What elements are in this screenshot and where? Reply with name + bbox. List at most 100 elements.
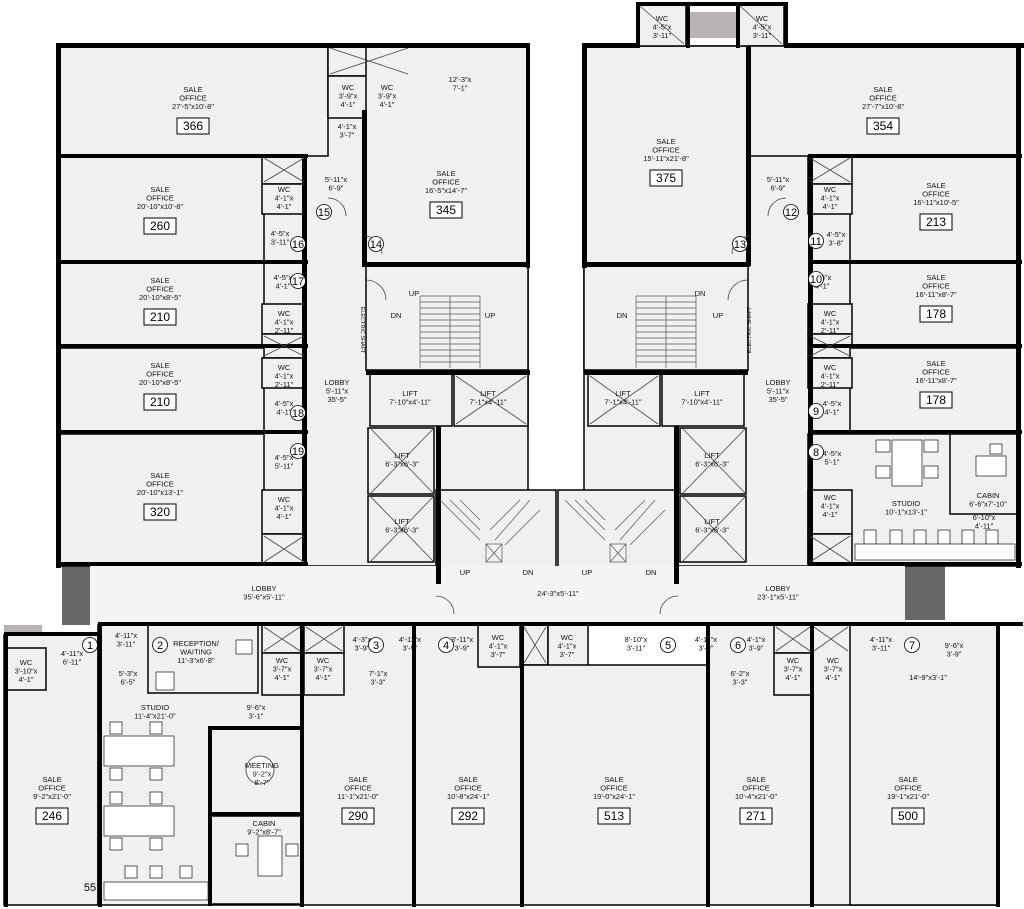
space-label: 4'-3"x: [353, 635, 372, 644]
space-label: CABIN: [977, 491, 1000, 500]
space-label: 35'-5": [327, 395, 346, 404]
space-label: 4'-5"x: [823, 399, 842, 408]
space-label: 10'-1"x13'-1": [885, 508, 927, 517]
space-label: 4'-1": [277, 202, 292, 211]
room-name: SALE: [926, 359, 945, 368]
space-label: CABIN: [253, 819, 276, 828]
space-label: 3'-8": [829, 239, 844, 248]
space-label: 6'-10"x: [973, 513, 996, 522]
partial-number: 55: [84, 882, 96, 894]
room-area: 210: [150, 395, 170, 409]
space-label: 2'-11": [275, 380, 294, 389]
area-box: [866, 117, 900, 135]
space-label: 3'-9": [403, 644, 418, 653]
space-label: LIFT: [394, 451, 410, 460]
room-dimensions: 16'-11"x8'-7": [915, 290, 957, 299]
room-name: OFFICE: [146, 194, 174, 203]
space-label: 9'-6"x: [945, 641, 964, 650]
room-name: SALE: [458, 775, 477, 784]
room-name: OFFICE: [894, 784, 922, 793]
space-label: 4'-11"x: [695, 635, 718, 644]
wc-178b: [807, 357, 853, 389]
stair-center-right: [557, 489, 679, 581]
room-name: SALE: [873, 85, 892, 94]
room-name: OFFICE: [179, 94, 207, 103]
space-label: WAITING: [180, 648, 212, 657]
space-label: 6'-11": [63, 658, 82, 667]
room-area: 178: [926, 393, 946, 407]
space-label: 7'-1"x: [369, 669, 388, 678]
door-number: 8: [813, 447, 819, 459]
room-name: SALE: [150, 276, 169, 285]
space-label: 9'-6"x: [247, 703, 266, 712]
space-label: 4'-1"x: [275, 372, 294, 381]
lift-r2: [661, 373, 745, 427]
door-number-circle: [808, 233, 824, 249]
room-name: SALE: [150, 361, 169, 370]
space-label: STUDIO: [141, 703, 170, 712]
space-label: WC: [317, 656, 330, 665]
room-area: 210: [150, 310, 170, 324]
room-dimensions: 10'-8"x24'-1": [447, 792, 489, 801]
room-dimensions: 15'-11"x21'-8": [643, 154, 689, 163]
room-area: 246: [42, 809, 62, 823]
room-name: OFFICE: [454, 784, 482, 793]
room-area: 271: [746, 809, 766, 823]
space-label: WC: [824, 493, 837, 502]
space-label: LIFT: [394, 517, 410, 526]
room-area: 500: [898, 809, 918, 823]
space-label: WC: [824, 185, 837, 194]
space-label: 4'-11"x: [61, 649, 84, 658]
door-number: 2: [157, 640, 163, 652]
space-label: 4'-11": [975, 522, 994, 531]
area-box: [341, 807, 375, 825]
space-label: 3'-11": [653, 31, 672, 40]
door-number-circle: [808, 444, 824, 460]
space-label: WC: [278, 309, 291, 318]
space-label: LOBBY: [251, 584, 276, 593]
room-name: OFFICE: [652, 146, 680, 155]
stair-up-label: UP: [460, 568, 470, 577]
space-label: 4'-5"x: [753, 23, 772, 32]
area-box: [143, 217, 177, 235]
stair-dn-label: DN: [523, 568, 534, 577]
space-label: 4'-1": [277, 408, 292, 417]
room-name: OFFICE: [742, 784, 770, 793]
room-name: SALE: [898, 775, 917, 784]
door-number: 5: [665, 640, 671, 652]
space-label: 3'-3": [733, 678, 748, 687]
room-area: 292: [458, 809, 478, 823]
space-label: 3'-7": [560, 650, 575, 659]
space-label: 8'-10"x: [625, 635, 648, 644]
stair-up-label: UP: [409, 289, 419, 298]
room-name: OFFICE: [146, 480, 174, 489]
space-label: 6'-2"x: [731, 669, 750, 678]
space-label: WC: [656, 14, 669, 23]
space-label: 11'-4"x21'-0": [134, 712, 176, 721]
room-name: SALE: [150, 471, 169, 480]
room-name: SALE: [604, 775, 623, 784]
space-label: LIFT: [402, 389, 418, 398]
electric-shaft-label: ELECTRIC SHAFT: [359, 307, 365, 354]
space-label: 4'-1": [275, 673, 290, 682]
room-375: [583, 45, 749, 265]
door-number-circle: [290, 273, 306, 289]
space-label: 3'-9": [749, 644, 764, 653]
space-label: 3'-7": [491, 650, 506, 659]
space-label: LIFT: [480, 389, 496, 398]
space-label: WC: [827, 656, 840, 665]
room-dimensions: 19'-1"x21'-0": [887, 792, 929, 801]
space-label: 6'-9": [329, 184, 344, 193]
room-name: OFFICE: [600, 784, 628, 793]
space-label: 4'-1"x: [275, 318, 294, 327]
door-number-circle: [152, 637, 168, 653]
space-label: 9'-2"x8'-7": [247, 828, 281, 837]
wc-c: [477, 624, 521, 668]
space-label: 7'-1"x4'-11": [469, 398, 507, 407]
space-label: WC: [276, 656, 289, 665]
space-label: WC: [561, 633, 574, 642]
area-box: [451, 807, 485, 825]
space-label: 4'-1": [277, 512, 292, 521]
door-number-circle: [368, 637, 384, 653]
space-label: 3'-9": [699, 644, 714, 653]
